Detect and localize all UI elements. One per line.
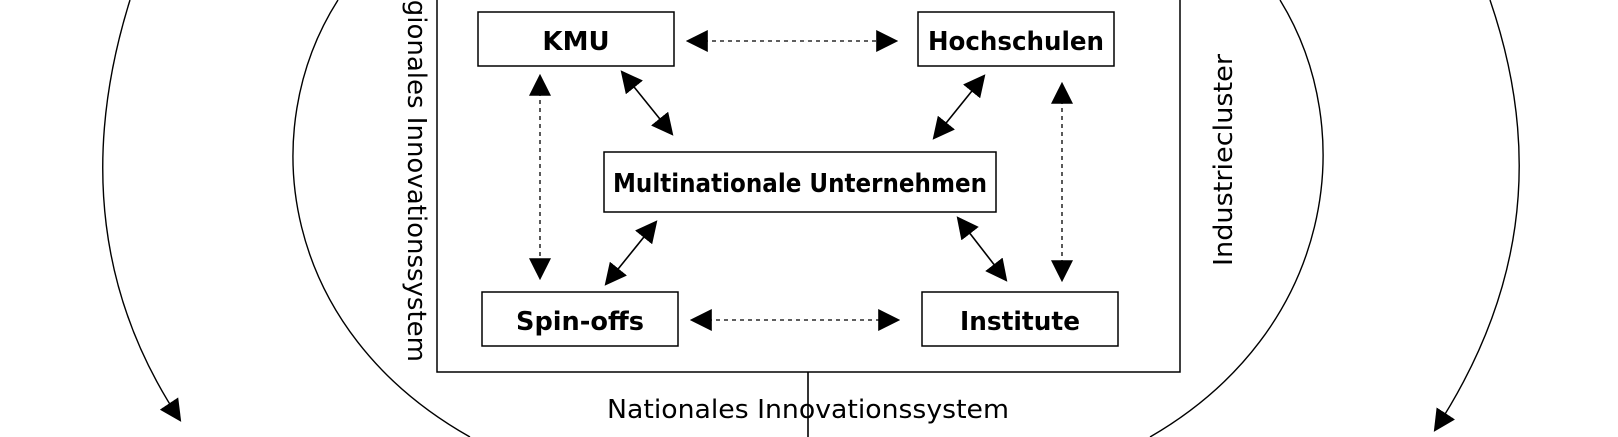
arrow-institute-multinationale xyxy=(956,216,1008,282)
node-multinationale-label: Multinationale Unternehmen xyxy=(613,169,987,199)
node-hochschulen-box xyxy=(917,11,1115,67)
arrow-hochschulen-multinationale xyxy=(932,74,986,140)
national-ellipse-left xyxy=(292,0,471,437)
node-institute-label: Institute xyxy=(960,307,1080,337)
arrow-spinoffs-multinationale xyxy=(604,220,658,286)
regional-system-label: Regionales Innovationssystem xyxy=(401,0,431,362)
national-system-label: Nationales Innovationssystem xyxy=(607,395,1009,425)
national-ellipse-right xyxy=(1149,0,1324,437)
node-kmu-box xyxy=(477,11,675,67)
node-spinoffs-label: Spin-offs xyxy=(516,307,644,337)
node-hochschulen-label: Hochschulen xyxy=(928,27,1104,57)
node-spinoffs-box xyxy=(481,291,679,347)
outer-curve-right xyxy=(1433,0,1520,432)
node-institute-box xyxy=(921,291,1119,347)
node-kmu-label: KMU xyxy=(542,27,609,57)
industriecluster-label: Industriecluster xyxy=(1209,54,1239,266)
node-multinationale-box xyxy=(603,151,997,213)
arrow-kmu-multinationale xyxy=(620,70,674,136)
outer-curve-left xyxy=(102,0,182,422)
